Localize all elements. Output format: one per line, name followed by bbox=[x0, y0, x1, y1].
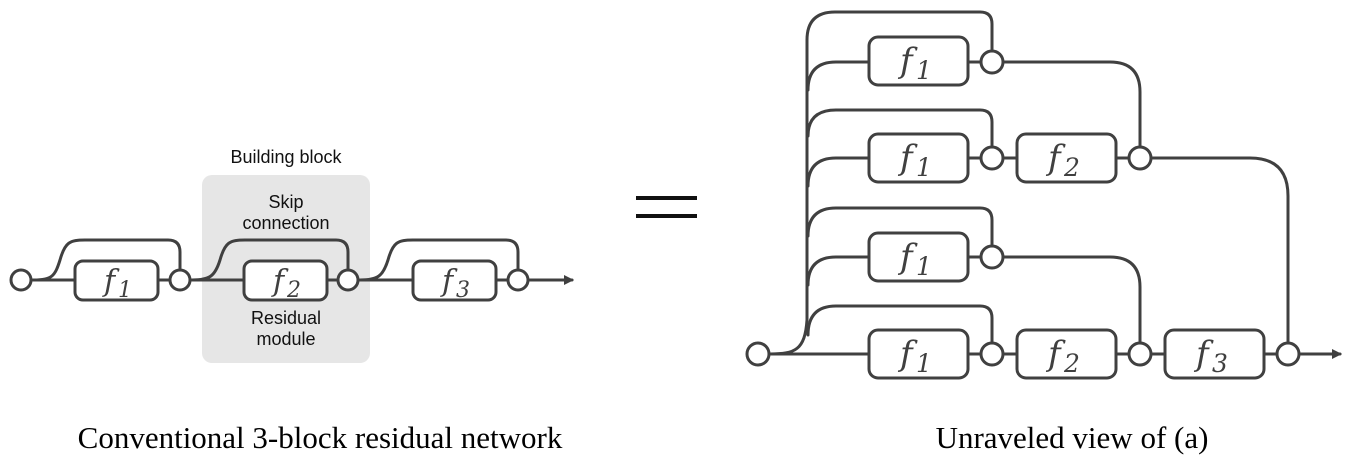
branch-row3 bbox=[806, 255, 871, 287]
building-block-label: Building block bbox=[230, 147, 342, 167]
row4-block-f2: f 2 bbox=[1015, 328, 1118, 380]
branch-row2 bbox=[806, 156, 871, 188]
block-box bbox=[867, 35, 970, 87]
sum-node bbox=[979, 145, 1005, 171]
skip-path-row2 bbox=[806, 108, 994, 150]
sum-node bbox=[506, 268, 530, 292]
sum-node bbox=[336, 268, 360, 292]
skip-path-row3 bbox=[806, 206, 994, 249]
merge-row3-to-row4 bbox=[1000, 255, 1142, 346]
skip-path-row1 bbox=[768, 10, 994, 356]
right-caption: Unraveled view of (a) bbox=[936, 420, 1209, 455]
block-subscript: 1 bbox=[118, 278, 132, 303]
block-subscript: 2 bbox=[1063, 153, 1080, 182]
input-node bbox=[9, 268, 33, 292]
merge-row1-to-row2 bbox=[1000, 60, 1142, 150]
residual-module-label-1: Residual bbox=[251, 308, 321, 328]
row1-block-f1: f 1 bbox=[867, 35, 970, 87]
block-box bbox=[867, 132, 970, 184]
skip-connection-label-2: connection bbox=[242, 213, 329, 233]
sum-node bbox=[168, 268, 192, 292]
block-f1: f 1 bbox=[73, 259, 160, 303]
merge-row2-to-output bbox=[1148, 156, 1290, 346]
row2-block-f1: f 1 bbox=[867, 132, 970, 184]
sum-node bbox=[1127, 145, 1153, 171]
block-box bbox=[73, 259, 160, 302]
skip-path-row4 bbox=[806, 304, 994, 346]
block-f2: f 2 bbox=[242, 259, 329, 303]
block-box bbox=[867, 328, 970, 380]
block-box bbox=[242, 259, 329, 302]
input-node bbox=[745, 341, 771, 367]
equals-bar bbox=[636, 196, 697, 200]
equals-sign bbox=[636, 196, 697, 218]
block-box bbox=[1015, 328, 1118, 380]
skip-connection-1 bbox=[32, 238, 182, 282]
row4-block-f3: f 3 bbox=[1163, 328, 1266, 380]
sum-node bbox=[979, 49, 1005, 75]
output-node bbox=[1275, 341, 1301, 367]
sum-node bbox=[1127, 341, 1153, 367]
block-subscript: 1 bbox=[916, 56, 932, 85]
skip-connection-3 bbox=[358, 238, 520, 282]
row3-block-f1: f 1 bbox=[867, 231, 970, 283]
right-panel: f 1 f 1 f 2 f 1 f 1 f 2 bbox=[745, 10, 1342, 455]
residual-module-label-2: module bbox=[256, 329, 315, 349]
block-subscript: 2 bbox=[1063, 349, 1080, 378]
block-subscript: 3 bbox=[456, 278, 470, 303]
block-box bbox=[867, 231, 970, 283]
skip-connection-2 bbox=[190, 238, 350, 282]
equals-bar bbox=[636, 214, 697, 218]
block-subscript: 3 bbox=[1212, 349, 1228, 378]
row2-block-f2: f 2 bbox=[1015, 132, 1118, 184]
block-subscript: 1 bbox=[916, 252, 932, 281]
skip-connection-label-1: Skip bbox=[268, 192, 303, 212]
block-box bbox=[1163, 328, 1266, 380]
block-subscript: 2 bbox=[286, 278, 301, 303]
block-box bbox=[411, 259, 498, 302]
sum-node bbox=[979, 244, 1005, 270]
branch-row1 bbox=[806, 60, 871, 92]
row4-block-f1: f 1 bbox=[867, 328, 970, 380]
sum-node bbox=[979, 341, 1005, 367]
block-f3: f 3 bbox=[411, 259, 498, 303]
left-panel: Building block Skip connection Residual … bbox=[9, 147, 574, 455]
block-subscript: 1 bbox=[916, 349, 932, 378]
left-caption: Conventional 3-block residual network bbox=[78, 420, 563, 455]
block-subscript: 1 bbox=[916, 153, 932, 182]
block-box bbox=[1015, 132, 1118, 184]
